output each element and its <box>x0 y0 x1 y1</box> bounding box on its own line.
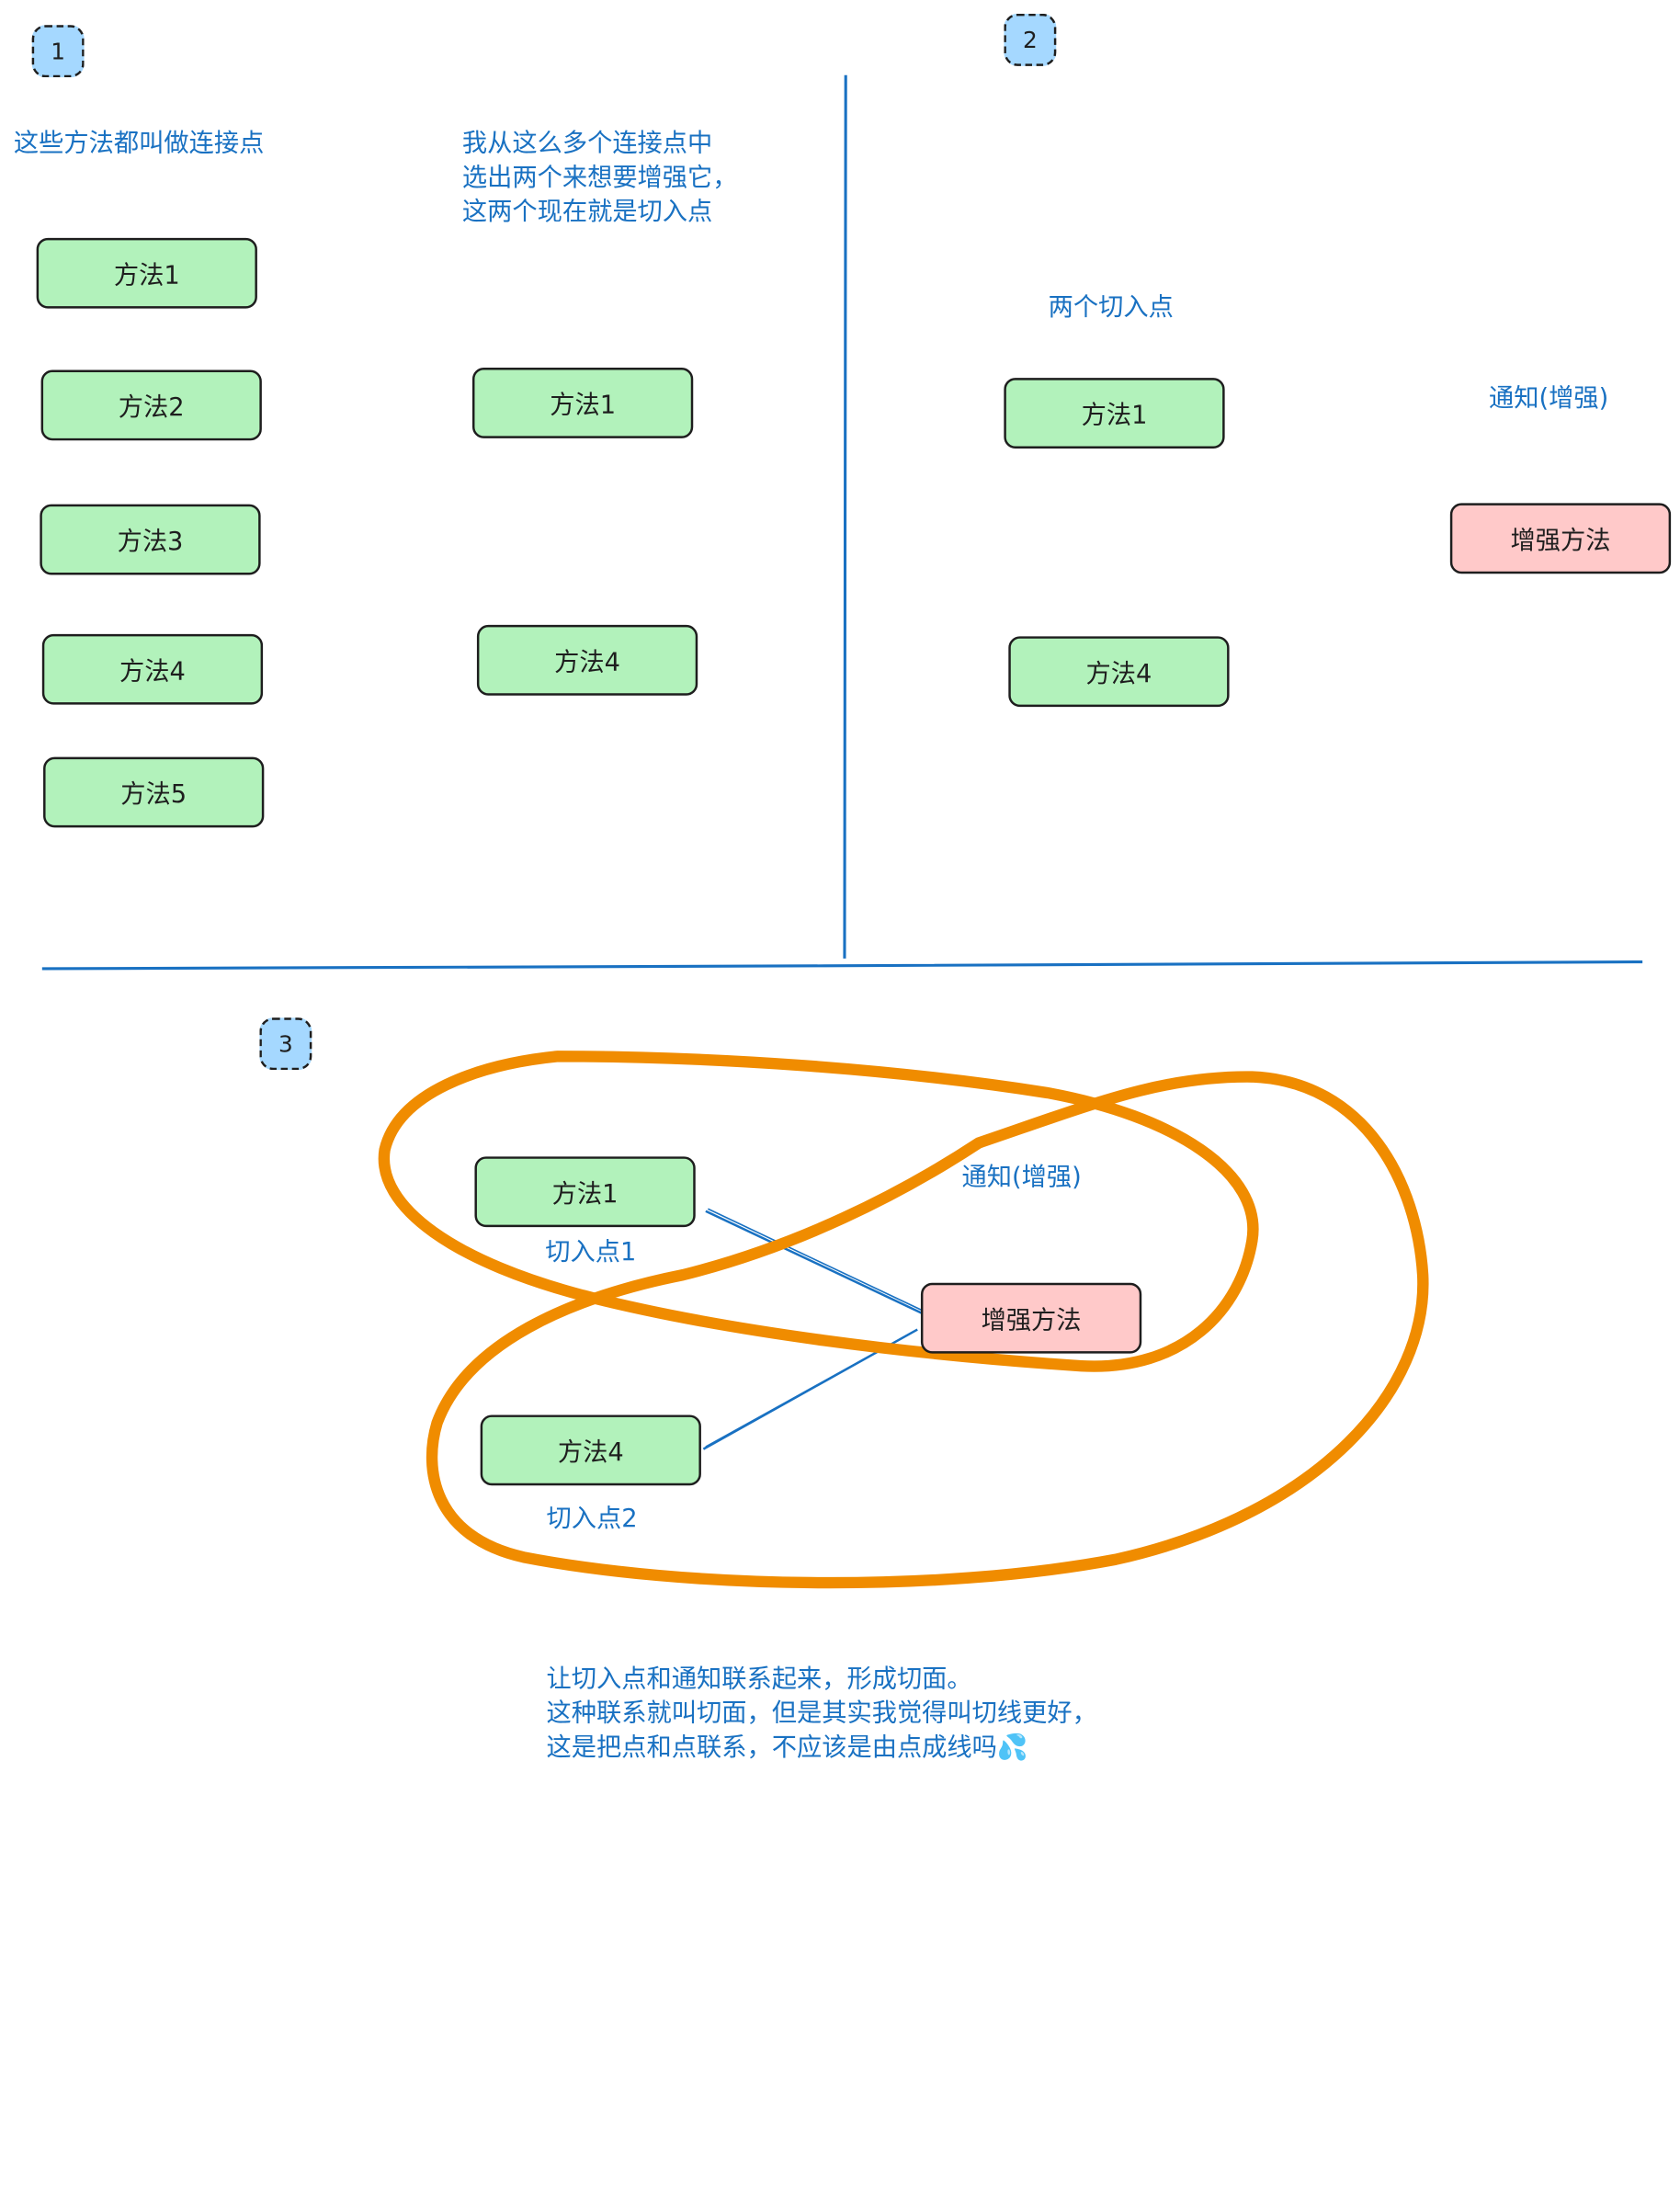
advice-label-panel2: 通知(增强) <box>1488 384 1609 414</box>
pointcut-method-4: 方法4 <box>1008 636 1230 708</box>
aspect-loop-top <box>378 1051 1259 1372</box>
pointcut-label-1: 切入点1 <box>545 1238 637 1267</box>
selected-method-4: 方法4 <box>476 624 698 696</box>
aspect-method-4: 方法4 <box>480 1414 701 1486</box>
two-pointcuts-caption: 两个切入点 <box>1048 293 1174 323</box>
pointcut-method-1: 方法1 <box>1004 378 1225 449</box>
step-badge-3: 3 <box>259 1017 312 1071</box>
advice-label-panel3: 通知(增强) <box>961 1163 1082 1192</box>
vertical-divider <box>843 74 847 959</box>
aspect-method-1: 方法1 <box>474 1156 696 1228</box>
connector-method1-to-enhance <box>705 1210 928 1317</box>
diagram-lines <box>41 74 1643 1589</box>
pointcut-label-2: 切入点2 <box>546 1505 638 1534</box>
selected-method-1: 方法1 <box>471 368 694 438</box>
joinpoint-method-1: 方法1 <box>36 237 257 309</box>
joinpoint-method-2: 方法2 <box>40 369 262 441</box>
step-badge-2: 2 <box>1004 13 1057 66</box>
aspect-explanation: 让切入点和通知联系起来，形成切面。 这种联系就叫切面，但是其实我觉得叫切线更好，… <box>546 1664 1097 1763</box>
horizontal-divider <box>41 960 1643 971</box>
joinpoint-method-3: 方法3 <box>40 504 261 575</box>
step-badge-1: 1 <box>31 25 85 78</box>
connector-method1-to-enhance-stroke2 <box>708 1208 925 1312</box>
enhance-method-panel3: 增强方法 <box>920 1282 1142 1354</box>
pointcut-selection-caption: 我从这么多个连接点中 选出两个来想要增强它， 这两个现在就是切入点 <box>461 130 738 227</box>
aspect-loop-bottom <box>426 1071 1429 1589</box>
joinpoints-caption: 这些方法都叫做连接点 <box>13 130 265 159</box>
joinpoint-method-4: 方法4 <box>41 633 264 705</box>
joinpoint-method-5: 方法5 <box>43 756 265 828</box>
enhance-method-panel2: 增强方法 <box>1449 503 1672 574</box>
